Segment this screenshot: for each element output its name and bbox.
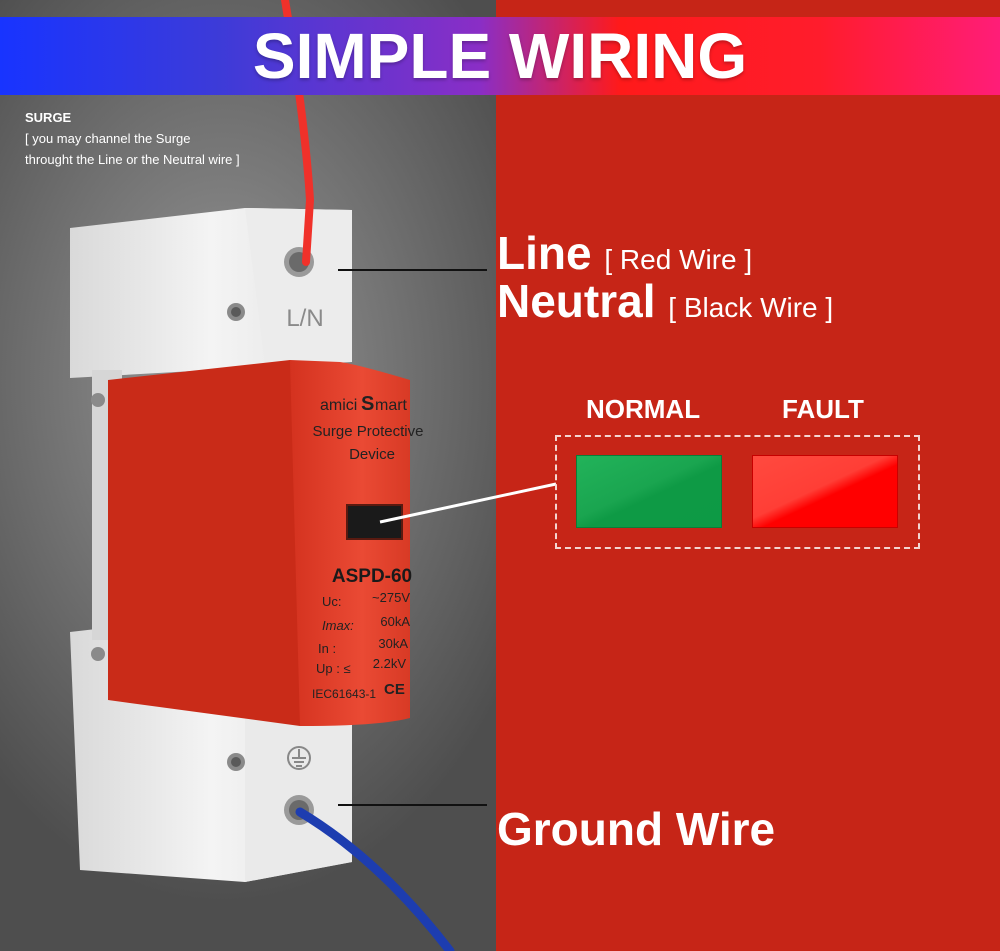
spec-value: ~275V bbox=[372, 590, 410, 605]
screw-icon bbox=[227, 753, 245, 771]
line-hint: [ Red Wire ] bbox=[604, 244, 753, 275]
fault-label: FAULT bbox=[782, 394, 864, 424]
device-type-line1: Surge Protective bbox=[313, 423, 424, 440]
terminal-label: L/N bbox=[286, 305, 323, 332]
casing-bottom-front bbox=[245, 700, 352, 882]
line-label: Line [ Red Wire ] bbox=[497, 226, 752, 280]
brand-left: amici bbox=[320, 397, 357, 414]
screw-icon bbox=[227, 303, 245, 321]
neutral-hint: [ Black Wire ] bbox=[668, 292, 834, 323]
device-model: ASPD-60 bbox=[332, 566, 412, 587]
window-pointer bbox=[379, 482, 557, 524]
device-type-line2: Device bbox=[349, 446, 395, 463]
fault-color-swatch bbox=[752, 455, 898, 528]
ground-wire bbox=[295, 807, 455, 951]
surge-note: [ you may channel the Surge bbox=[25, 131, 191, 146]
casing-top-front bbox=[245, 208, 352, 364]
device-module-front bbox=[290, 360, 410, 726]
standard-label: IEC61643-1 bbox=[312, 687, 376, 701]
normal-color-swatch bbox=[576, 455, 722, 528]
spec-value: 30kA bbox=[378, 636, 408, 651]
ce-mark: CE bbox=[384, 681, 405, 698]
screw-icon bbox=[91, 647, 105, 661]
normal-label: NORMAL bbox=[586, 394, 701, 424]
brand-right: mart bbox=[375, 397, 408, 414]
device-module-side bbox=[108, 360, 300, 726]
spec-value: 60kA bbox=[380, 614, 410, 629]
indicator-legend-frame bbox=[555, 435, 920, 549]
screw-icon bbox=[91, 393, 105, 407]
surge-note: throught the Line or the Neutral wire ] bbox=[25, 152, 240, 167]
spec-name: Imax: bbox=[322, 618, 354, 633]
surge-heading: SURGE bbox=[25, 110, 72, 125]
spec-value: 2.2kV bbox=[373, 656, 407, 671]
spec-name: Up : ≤ bbox=[316, 661, 351, 676]
spec-name: In : bbox=[318, 641, 336, 656]
neutral-title: Neutral bbox=[497, 275, 656, 327]
ground-label: Ground Wire bbox=[497, 803, 776, 855]
page-title: SIMPLE WIRING bbox=[252, 20, 748, 92]
brand-mark: S bbox=[361, 393, 374, 415]
spec-name: Uc: bbox=[322, 594, 342, 609]
title-banner bbox=[0, 17, 1000, 95]
neutral-label: Neutral [ Black Wire ] bbox=[497, 274, 833, 328]
status-window bbox=[346, 504, 403, 540]
line-title: Line bbox=[497, 227, 592, 279]
ground-symbol-icon bbox=[287, 746, 311, 770]
